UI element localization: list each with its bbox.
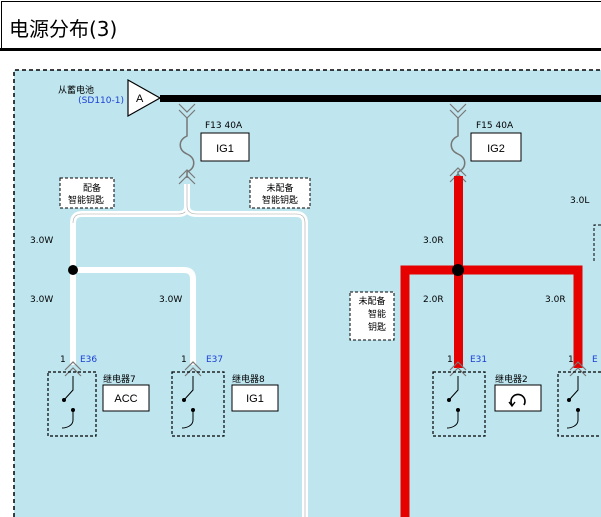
relay-right: 1 E xyxy=(557,355,601,437)
relay-8: 1 E37 继电器8 IG1 xyxy=(171,355,279,437)
relay-right-pin: 1 xyxy=(568,355,574,365)
relay-8-pin: 1 xyxy=(181,355,187,365)
red-wire-horizontal xyxy=(400,265,583,517)
mid-key-label-2: 智能 xyxy=(368,308,386,320)
fuse-f15: F15 40A IG2 xyxy=(449,103,522,183)
fuse-f13-name: IG1 xyxy=(216,143,234,155)
with-smart-key-label-2: 智能钥匙 xyxy=(68,194,104,206)
rotate-icon xyxy=(510,393,526,406)
panel-border xyxy=(13,69,601,517)
wire-label-l1: 3.0L xyxy=(570,196,589,206)
with-smart-key-label-1: 配备 xyxy=(83,182,101,194)
wire-label-w3: 3.0W xyxy=(159,295,182,305)
mid-key-label-1: 未配备 xyxy=(358,295,385,307)
title-bar: 电源分布(3) xyxy=(1,1,601,48)
splice-right xyxy=(452,264,464,276)
fuse-f15-name: IG2 xyxy=(487,143,505,155)
wire-label-r1: 3.0R xyxy=(423,236,444,246)
fuse-f13: F13 40A IG1 xyxy=(178,103,250,185)
splice-left xyxy=(68,265,78,275)
relay-7-connector: E36 xyxy=(80,355,97,365)
without-smart-key-label-1: 未配备 xyxy=(266,182,293,194)
page-title: 电源分布(3) xyxy=(9,17,118,41)
relay-2-label: 继电器2 xyxy=(495,373,528,385)
wire-label-r2: 2.0R xyxy=(423,295,444,305)
wire-label-w2: 3.0W xyxy=(30,295,53,305)
connector-a-symbol xyxy=(127,78,162,118)
relay-right-connector: E xyxy=(592,355,598,365)
source-label: 从蓄电池 xyxy=(58,84,94,96)
relay-2: 1 E31 继电器2 xyxy=(432,355,542,437)
connector-a-label: A xyxy=(136,93,144,105)
without-smart-key-label-2: 智能钥匙 xyxy=(262,194,298,206)
relay-7-pin: 1 xyxy=(60,355,66,365)
f13-right-branch xyxy=(184,205,308,517)
relay-2-pin: 1 xyxy=(447,355,453,365)
blue-branch-corner xyxy=(593,224,601,262)
wire-label-w1: 3.0W xyxy=(30,236,53,246)
fuse-f13-rating: F13 40A xyxy=(205,121,243,131)
source-ref: (SD110-1) xyxy=(78,96,124,106)
relay-8-name: IG1 xyxy=(246,393,264,405)
wire-label-r3: 3.0R xyxy=(545,295,566,305)
relay-7-name: ACC xyxy=(114,393,137,405)
relay-7-label: 继电器7 xyxy=(103,373,136,385)
relay-8-label: 继电器8 xyxy=(232,373,265,385)
title-rule xyxy=(0,48,601,51)
relay-8-connector: E37 xyxy=(206,355,223,365)
mid-key-label-3: 钥匙 xyxy=(368,321,386,333)
relay-2-connector: E31 xyxy=(470,355,487,365)
fuse-f15-rating: F15 40A xyxy=(476,121,514,131)
main-bus xyxy=(160,95,601,102)
wire-ig1-branch xyxy=(73,267,196,365)
relay-7: 1 E36 继电器7 ACC xyxy=(47,355,150,437)
